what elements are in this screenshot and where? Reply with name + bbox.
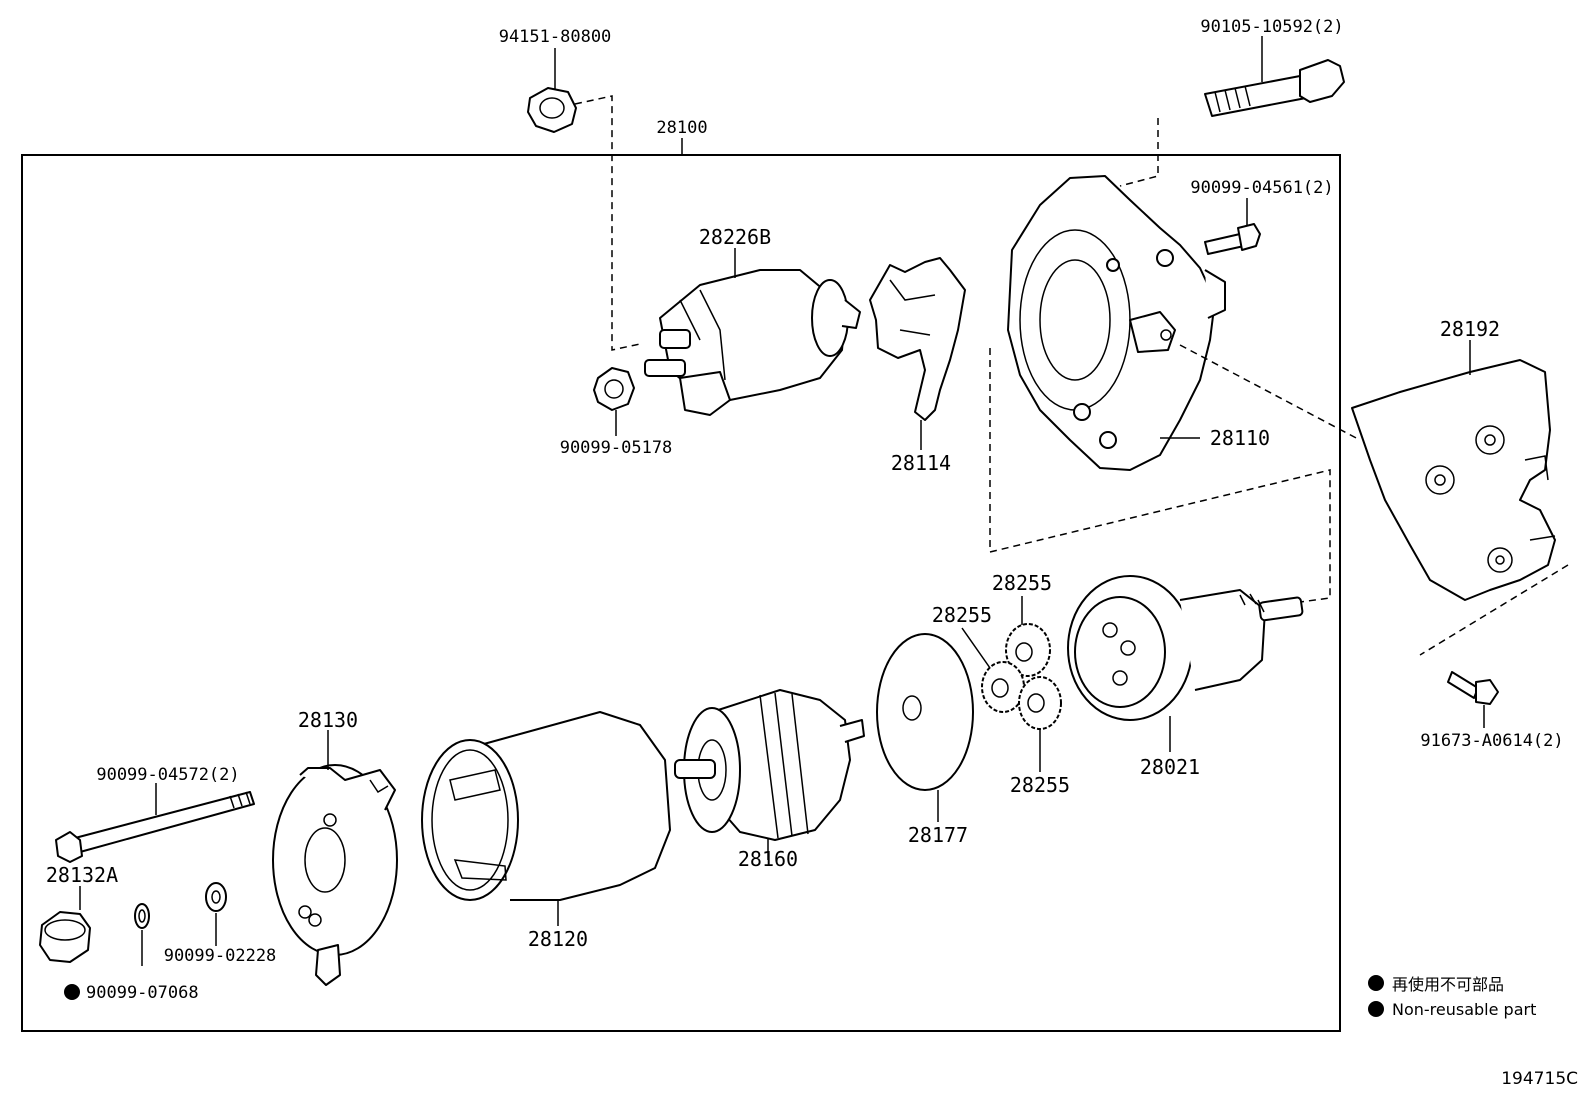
- assembly-label: 28100: [656, 118, 707, 138]
- commutator-end-frame-part[interactable]: [272, 764, 398, 986]
- planetary-gear-part[interactable]: [981, 661, 1025, 713]
- label-nut-solenoid[interactable]: 90099-05178: [560, 438, 673, 458]
- assembly-frame: [21, 154, 1341, 1032]
- drive-housing-part[interactable]: [1007, 175, 1226, 471]
- legend-text-jp: 再使用不可部品: [1392, 975, 1505, 994]
- label-through-bolt[interactable]: 90099-04572(2): [96, 765, 239, 785]
- label-nut-top[interactable]: 94151-80800: [499, 27, 612, 47]
- label-bolt-top[interactable]: 90105-10592(2): [1200, 17, 1343, 37]
- planetary-gear-part[interactable]: [1005, 623, 1051, 677]
- legend-text-en: Non-reusable part: [1392, 999, 1537, 1019]
- nut-part[interactable]: [527, 87, 577, 133]
- plain-washer-part[interactable]: [205, 882, 227, 912]
- label-yoke[interactable]: 28120: [528, 927, 588, 951]
- label-gear-bottom[interactable]: 28255: [1010, 773, 1070, 797]
- diagram-id: 194715C: [1501, 1069, 1578, 1089]
- through-bolt-part[interactable]: [55, 791, 255, 863]
- legend-row-jp: 再使用不可部品: [1368, 970, 1536, 996]
- label-gear-top[interactable]: 28255: [992, 571, 1052, 595]
- solenoid-nut-part[interactable]: [593, 367, 635, 411]
- label-armature[interactable]: 28160: [738, 847, 798, 871]
- drive-lever-part[interactable]: [869, 257, 966, 421]
- armature-part[interactable]: [674, 689, 865, 841]
- legend-row-en: Non-reusable part: [1368, 996, 1536, 1022]
- legend-dot-icon: [1368, 975, 1384, 991]
- label-lever[interactable]: 28114: [891, 451, 951, 475]
- label-plate[interactable]: 28177: [908, 823, 968, 847]
- planetary-gear-part[interactable]: [1018, 676, 1062, 730]
- bracket-bolt-part[interactable]: [1447, 671, 1499, 705]
- clutch-assembly-part[interactable]: [1067, 575, 1304, 721]
- field-frame-yoke-part[interactable]: [421, 711, 671, 901]
- label-cap[interactable]: 28132A: [46, 863, 118, 887]
- housing-bolt-part[interactable]: [1204, 223, 1261, 255]
- lock-washer-part[interactable]: [134, 903, 150, 929]
- thrust-plate-part[interactable]: [876, 633, 974, 791]
- flange-bolt-part[interactable]: [1204, 59, 1345, 117]
- legend: 再使用不可部品 Non-reusable part: [1368, 970, 1536, 1022]
- legend-dot-icon: [1368, 1001, 1384, 1017]
- label-bolt-housing[interactable]: 90099-04561(2): [1190, 178, 1333, 198]
- label-washer-large[interactable]: 90099-02228: [164, 946, 277, 966]
- label-clutch[interactable]: 28021: [1140, 755, 1200, 779]
- label-housing[interactable]: 28110: [1210, 426, 1270, 450]
- label-bracket[interactable]: 28192: [1440, 317, 1500, 341]
- end-cap-part[interactable]: [39, 911, 91, 963]
- solenoid-part[interactable]: [644, 269, 861, 416]
- label-washer-small[interactable]: 90099-07068: [86, 983, 199, 1003]
- label-gear-left[interactable]: 28255: [932, 603, 992, 627]
- label-solenoid[interactable]: 28226B: [699, 225, 771, 249]
- label-bolt-bracket[interactable]: 91673-A0614(2): [1420, 731, 1563, 751]
- mounting-bracket-part[interactable]: [1351, 359, 1556, 601]
- non-reusable-marker: [64, 984, 80, 1000]
- label-end-frame[interactable]: 28130: [298, 708, 358, 732]
